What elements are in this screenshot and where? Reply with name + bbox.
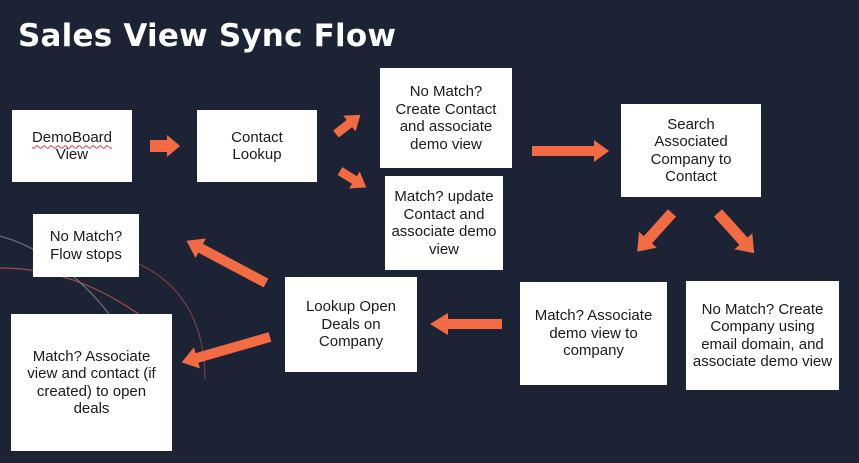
arrow-deals-to-stops xyxy=(186,238,269,288)
arrow-deals-to-associate xyxy=(181,332,272,369)
node-match-associate-company: Match? Associate demo view to company xyxy=(520,282,667,385)
node-no-match-create-contact-text: No Match? Create Contact and associate d… xyxy=(395,83,497,153)
node-match-update-contact-text: Match? update Contact and associate demo… xyxy=(391,188,497,258)
arrow-create-to-search xyxy=(532,140,609,162)
arrow-demoboard-to-contact xyxy=(150,135,180,157)
node-no-match-flow-stops: No Match? Flow stops xyxy=(33,214,139,277)
node-match-associate-company-text: Match? Associate demo view to company xyxy=(534,307,653,360)
arrow-contact-to-create xyxy=(333,114,361,138)
node-demoboard-view: DemoBoard View xyxy=(12,110,132,182)
node-demoboard-line1: DemoBoard xyxy=(31,128,113,146)
node-no-match-create-company-text: No Match? Create Company using email dom… xyxy=(692,300,833,371)
node-demoboard-line2: View xyxy=(55,146,89,163)
node-no-match-create-company: No Match? Create Company using email dom… xyxy=(686,281,839,390)
arrow-company-to-deals xyxy=(430,313,502,335)
node-contact-lookup-text: Contact Lookup xyxy=(231,128,283,164)
arrow-search-to-match-company xyxy=(637,209,677,252)
node-match-associate-deals: Match? Associate view and contact (if cr… xyxy=(11,314,172,451)
node-search-company-text: Search Associated Company to Contact xyxy=(650,115,732,186)
node-no-match-create-contact: No Match? Create Contact and associate d… xyxy=(380,68,512,168)
node-no-match-flow-stops-text: No Match? Flow stops xyxy=(49,228,123,263)
node-lookup-deals: Lookup Open Deals on Company xyxy=(285,277,417,372)
node-lookup-deals-text: Lookup Open Deals on Company xyxy=(305,298,397,351)
arrow-search-to-create-company xyxy=(713,209,755,254)
arrow-contact-to-update xyxy=(337,167,367,189)
page-title: Sales View Sync Flow xyxy=(18,18,397,54)
node-contact-lookup: Contact Lookup xyxy=(197,110,317,182)
node-search-company: Search Associated Company to Contact xyxy=(621,104,761,197)
node-match-associate-deals-text: Match? Associate view and contact (if cr… xyxy=(27,347,156,418)
node-match-update-contact: Match? update Contact and associate demo… xyxy=(385,176,503,270)
